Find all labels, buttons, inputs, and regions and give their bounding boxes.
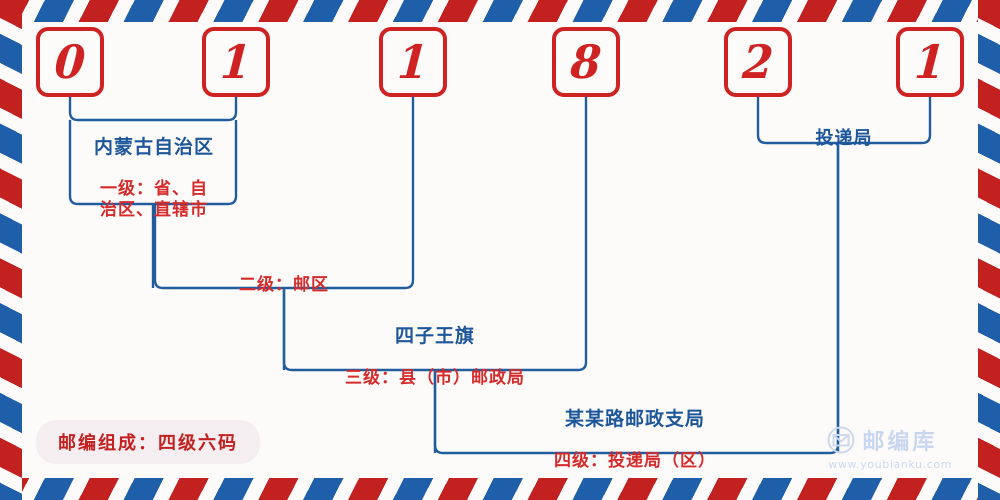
label-level-4: 某某路邮政支局 四级：投递局（区） xyxy=(455,388,815,491)
label-delivery-office: 投递局 xyxy=(766,108,922,169)
label-level-4-title: 某某路邮政支局 xyxy=(564,407,705,430)
label-delivery-office-title: 投递局 xyxy=(815,127,873,149)
label-level-1-sub: 一级：省、自 治区、直辖市 xyxy=(100,179,208,220)
digit-box-5: 2 xyxy=(724,27,792,97)
digit-1: 0 xyxy=(52,35,88,89)
digit-box-3: 1 xyxy=(379,27,447,97)
composition-badge: 邮编组成：四级六码 xyxy=(36,420,260,464)
watermark-name: 邮编库 xyxy=(862,429,938,455)
airmail-border-bottom xyxy=(0,478,1000,500)
digit-4: 8 xyxy=(568,35,604,89)
label-level-3-title: 四子王旗 xyxy=(394,324,475,347)
label-level-1-title: 内蒙古自治区 xyxy=(93,135,214,158)
label-level-3: 四子王旗 三级：县（市）邮政局 xyxy=(300,305,570,408)
label-level-2: 二级：邮区 xyxy=(176,254,392,315)
airmail-border-right xyxy=(978,0,1000,500)
digit-box-6: 1 xyxy=(896,27,964,97)
digit-box-2: 1 xyxy=(202,27,270,97)
watermark: 邮编库 www.youbianku.com xyxy=(826,424,952,471)
label-level-2-sub: 二级：邮区 xyxy=(239,274,329,295)
digit-box-1: 0 xyxy=(36,27,104,97)
digit-2: 1 xyxy=(218,35,254,89)
digit-5: 2 xyxy=(740,35,776,89)
watermark-row: 邮编库 xyxy=(826,424,937,456)
digit-6: 1 xyxy=(912,35,948,89)
airmail-border-left xyxy=(0,0,22,500)
envelope-circle-icon xyxy=(827,426,855,454)
label-level-3-sub: 三级：县（市）邮政局 xyxy=(345,368,525,389)
airmail-border-top xyxy=(0,0,1000,22)
watermark-url: www.youbianku.com xyxy=(828,458,952,471)
label-level-1: 内蒙古自治区 一级：省、自 治区、直辖市 xyxy=(78,116,230,240)
digit-3: 1 xyxy=(395,35,431,89)
digit-box-4: 8 xyxy=(552,27,620,97)
label-level-4-sub: 四级：投递局（区） xyxy=(554,451,716,472)
